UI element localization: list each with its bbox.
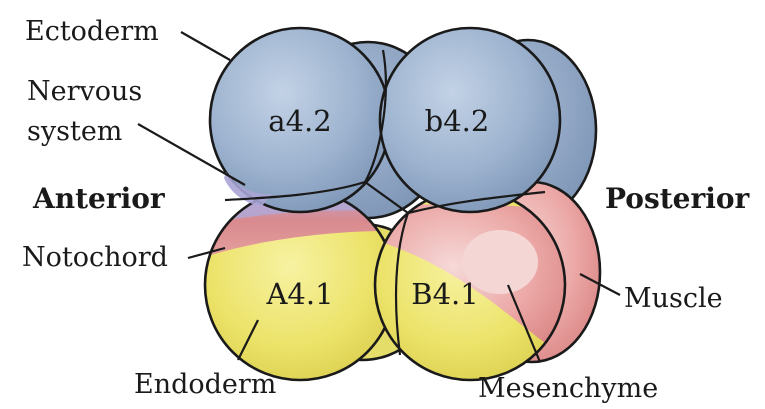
- mesenchyme-leader: [506, 284, 542, 363]
- label-muscle: Muscle: [624, 283, 723, 314]
- cell-label-b42: b4.2: [425, 104, 490, 138]
- label-mesenchyme: Mesenchyme: [478, 373, 658, 404]
- label-endoderm: Endoderm: [134, 369, 276, 400]
- label-notochord: Notochord: [22, 242, 168, 273]
- upper-cells: [208, 26, 562, 356]
- cell-b42: [378, 26, 562, 214]
- label-posterior: Posterior: [605, 182, 751, 215]
- cell-boundary-right: [407, 190, 546, 215]
- nervous-leader: [137, 123, 246, 186]
- label-ectoderm: Ectoderm: [25, 16, 159, 47]
- cell-label-A41: A4.1: [265, 277, 333, 311]
- cell-boundary-left: [224, 180, 366, 202]
- notochord-leader: [187, 246, 226, 260]
- cell-label-a42: a4.2: [268, 104, 331, 138]
- endoderm-leader: [237, 319, 259, 361]
- label-nervous-line1: Nervous: [27, 76, 142, 107]
- cell-label-B41: B4.1: [411, 277, 478, 311]
- muscle-leader: [579, 273, 621, 296]
- cell-boundary-lower: [394, 212, 410, 356]
- ectoderm-leader: [180, 31, 231, 61]
- label-anterior: Anterior: [32, 182, 166, 215]
- mesenchyme-region: [462, 230, 538, 294]
- label-nervous-line2: system: [27, 116, 122, 147]
- cell-boundary-upper: [363, 49, 409, 214]
